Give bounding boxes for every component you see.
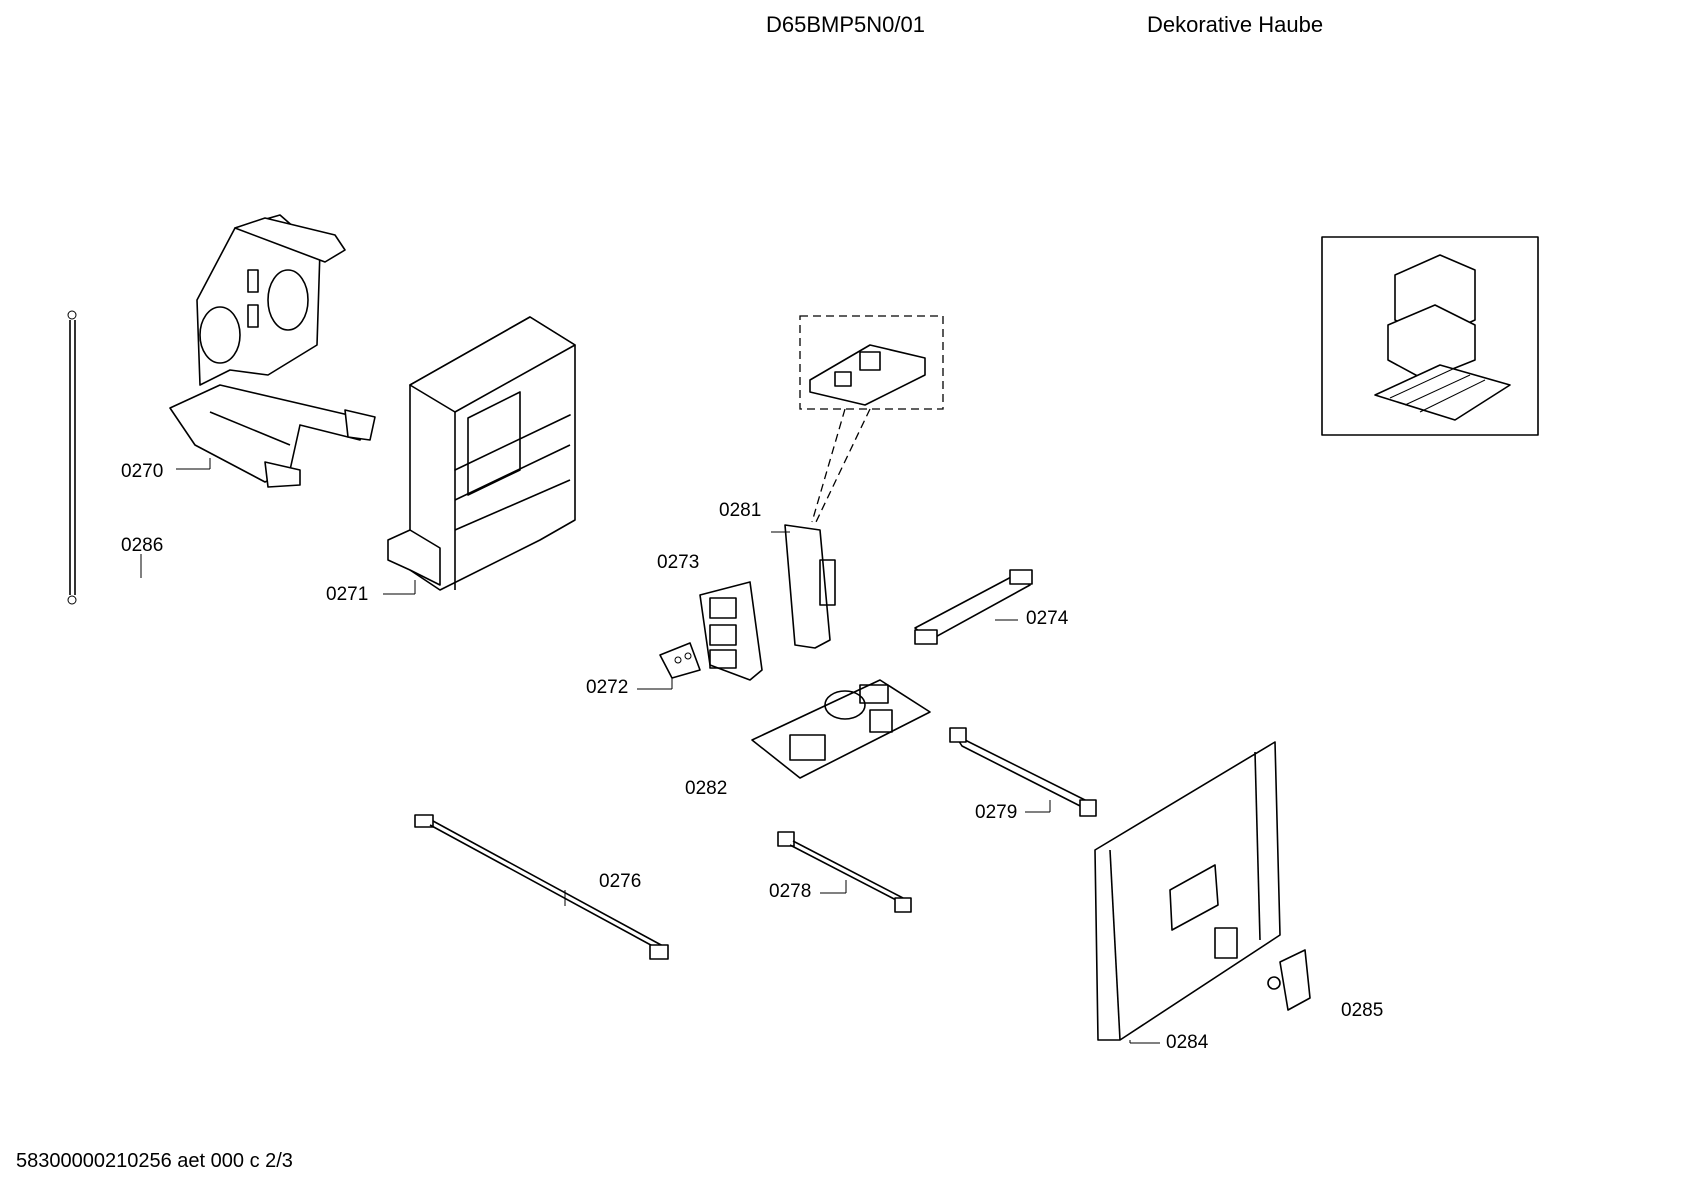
label-0282: 0282 [685,778,728,799]
part-0278-cable [777,831,912,913]
part-0272-clip [637,642,701,690]
part-0284-grille [1094,741,1281,1044]
part-0276-cable [414,814,669,960]
part-0271-frame [383,316,576,595]
label-0286: 0286 [121,535,164,556]
part-0282-power-board [751,679,931,779]
label-0278: 0278 [769,881,812,902]
label-0273: 0273 [657,552,700,573]
assembly-description: Dekorative Haube [1147,12,1324,37]
part-0274-cable [914,569,1033,645]
label-0276: 0276 [599,871,642,892]
detail-callout [799,315,944,523]
part-0279-cable [949,727,1097,817]
part-0281-board [771,524,836,649]
part-0285-clip [1267,949,1311,1011]
part-0286-rod [67,310,142,605]
model-number: D65BMP5N0/01 [766,12,925,37]
part-0270-bracket [169,214,376,488]
label-0271: 0271 [326,584,369,605]
label-0272: 0272 [586,677,629,698]
document-id: 58300000210256 aet 000 c 2/3 [16,1150,293,1172]
label-0274: 0274 [1026,608,1069,629]
label-0284: 0284 [1166,1032,1209,1053]
label-0281: 0281 [719,500,762,521]
label-0270: 0270 [121,461,164,482]
part-0273-relay-board [699,581,763,681]
label-0279: 0279 [975,802,1018,823]
label-0285: 0285 [1341,1000,1384,1021]
overview-thumbnail [1321,236,1539,436]
